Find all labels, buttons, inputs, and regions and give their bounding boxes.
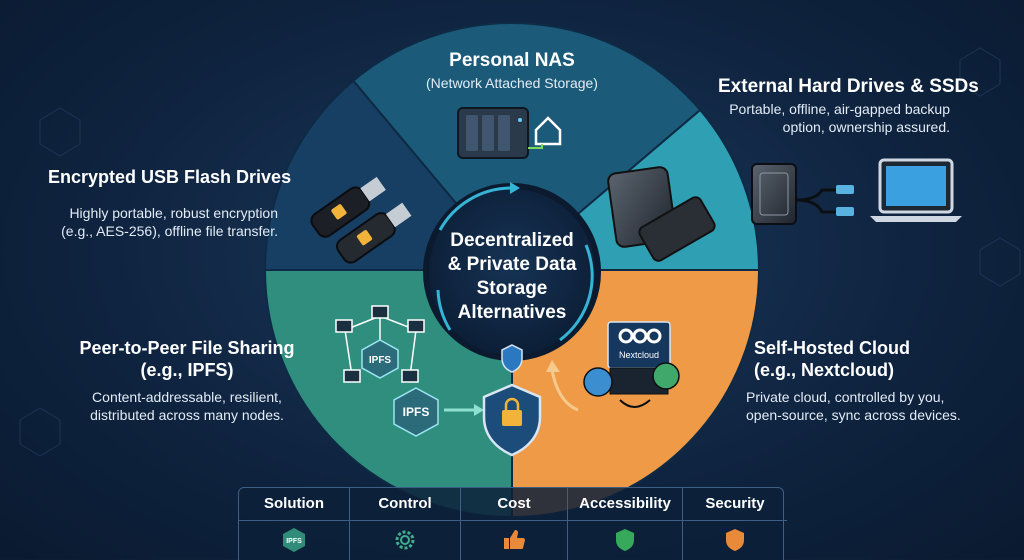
center-title-line-1: Decentralized <box>450 230 574 251</box>
laptop-drive-icon <box>751 158 962 225</box>
center-title-line-3: Storage <box>477 278 548 299</box>
p2p-network-icon <box>335 305 425 383</box>
ipfs-icon: IPFS <box>283 528 305 552</box>
table-header-solution: Solution <box>239 488 349 521</box>
ipfs-icon-label: IPFS <box>286 538 302 545</box>
table-column-security: Security <box>683 488 787 560</box>
external-drive-icon <box>607 166 716 262</box>
arrow-icon-2 <box>550 369 579 412</box>
cloud-description-line-2: open-source, sync across devices. <box>746 407 961 423</box>
ipfs-badge-bottom: IPFS <box>403 405 430 419</box>
arrow-head-icon-3 <box>546 360 560 372</box>
table-column-accessibility: Accessibility <box>568 488 683 560</box>
center-title-line-2: & Private Data <box>448 254 577 275</box>
table-header-cost: Cost <box>461 488 567 521</box>
center-title-line-4: Alternatives <box>458 302 567 323</box>
table-column-solution: Solution IPFS <box>239 488 350 560</box>
cloud-description-line-1: Private cloud, controlled by you, <box>746 389 945 405</box>
usb-title: Encrypted USB Flash Drives <box>48 167 292 187</box>
cloud-title-line-1: Self-Hosted Cloud <box>754 338 910 358</box>
center-arrow-ring-3 <box>436 289 452 331</box>
p2p-description-line-2: distributed across many nodes. <box>90 407 284 423</box>
usb-drive-icon <box>310 176 412 264</box>
table-column-cost: Cost <box>461 488 568 560</box>
ipfs-hex-bottom <box>393 387 439 437</box>
usb-description-line-1: Highly portable, robust encryption <box>69 205 278 221</box>
arrow-head-icon <box>510 182 520 194</box>
nas-icon <box>457 107 562 159</box>
ipfs-badge-top: IPFS <box>369 355 392 366</box>
nas-subtitle: (Network Attached Storage) <box>426 75 598 91</box>
nextcloud-server-icon <box>583 321 680 408</box>
center-arrow-ring-2 <box>559 244 594 342</box>
ipfs-hex-top <box>361 339 399 379</box>
comparison-table: Solution IPFS Control Cost Accessibility… <box>238 487 787 560</box>
nas-title: Personal NAS <box>449 50 575 71</box>
nextcloud-badge: Nextcloud <box>619 350 659 360</box>
p2p-description-line-1: Content-addressable, resilient, <box>92 389 282 405</box>
thumbs-up-icon <box>504 530 525 549</box>
table-header-accessibility: Accessibility <box>568 488 682 521</box>
table-header-control: Control <box>350 488 460 521</box>
orange-shield-icon <box>726 529 744 551</box>
center-arrow-ring <box>438 186 511 231</box>
p2p-title-line-1: Peer-to-Peer File Sharing <box>79 338 295 358</box>
external-title: External Hard Drives & SSDs <box>718 76 979 97</box>
lock-shield-icon <box>482 344 542 457</box>
background-hex-pattern <box>19 47 1021 457</box>
cloud-title-line-2: (e.g., Nextcloud) <box>754 360 895 380</box>
external-description-line-2: option, ownership assured. <box>782 119 950 135</box>
gear-icon <box>395 530 415 550</box>
usb-description-line-2: (e.g., AES-256), offline file transfer. <box>61 223 278 239</box>
table-column-control: Control <box>350 488 461 560</box>
external-description-line-1: Portable, offline, air-gapped backup <box>729 101 950 117</box>
arrow-head-icon-2 <box>474 404 484 416</box>
p2p-title-line-2: (e.g., IPFS) <box>140 360 234 380</box>
green-shield-icon <box>616 529 634 551</box>
table-header-security: Security <box>683 488 787 521</box>
